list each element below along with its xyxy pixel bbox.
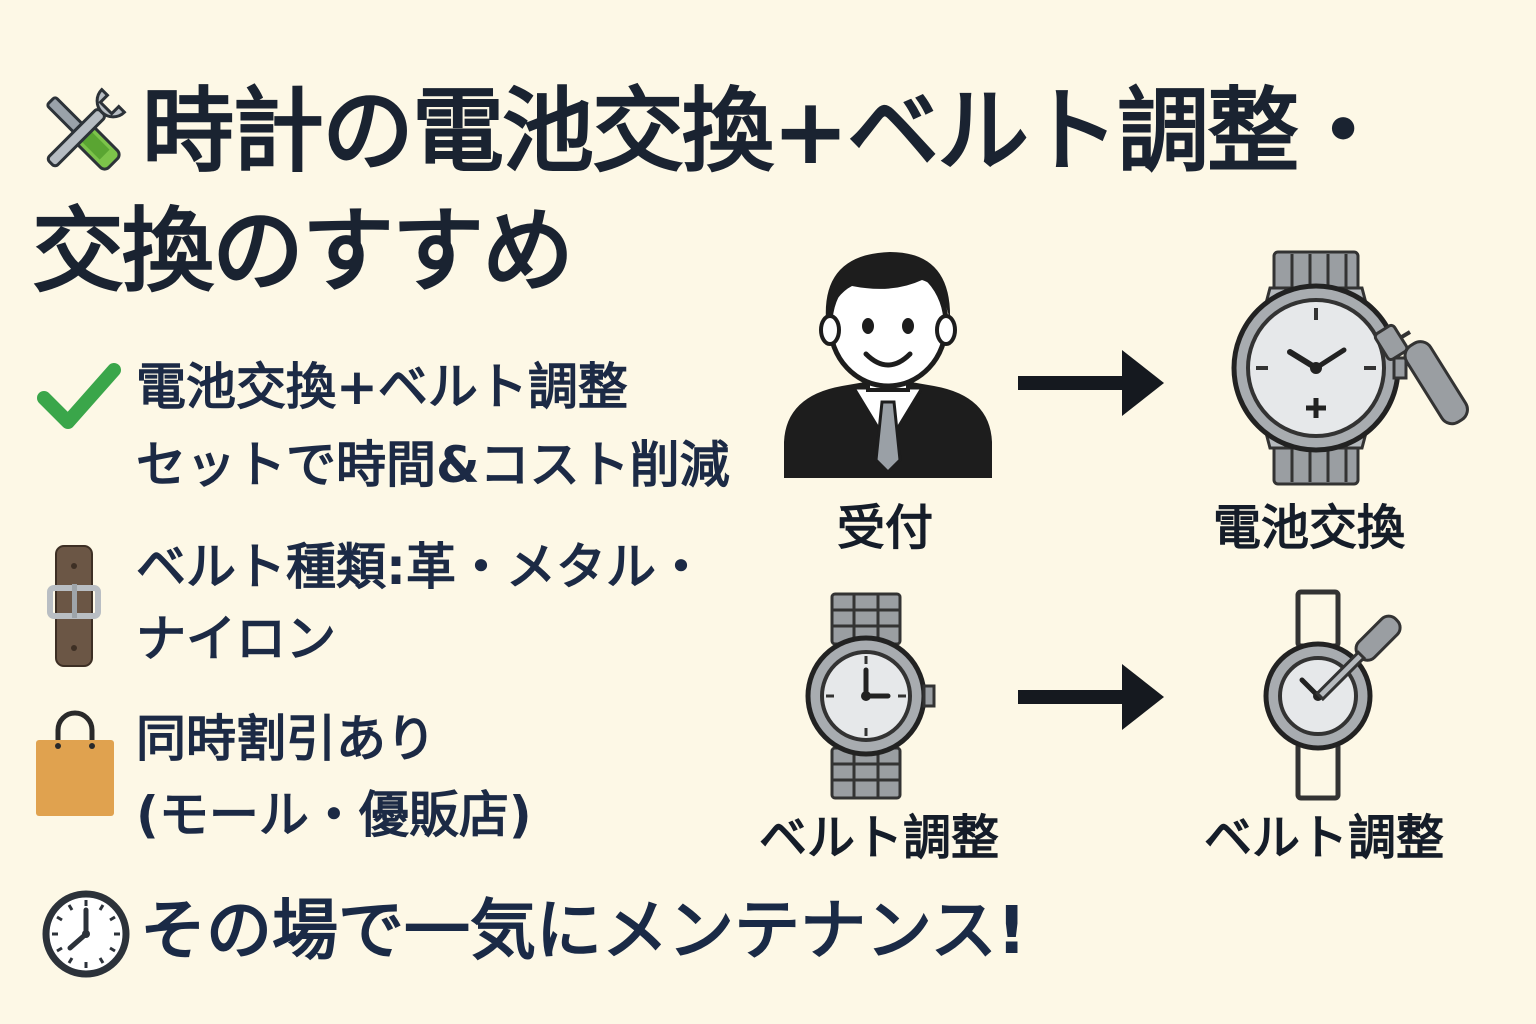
page-title-line1: 時計の電池交換+ベルト調整・ <box>142 78 1389 185</box>
point-3-line1: 同時割引あり <box>136 710 436 768</box>
strap-adjust-watch-icon <box>1262 589 1402 801</box>
flow-label-reception: 受付 <box>836 500 933 556</box>
page-title-line2: 交換のすすめ <box>32 198 574 305</box>
tools-icon <box>34 84 130 180</box>
footer-message: その場で一気にメンテナンス! <box>140 892 1027 969</box>
arrow-right-icon <box>1018 664 1164 730</box>
metal-band-watch-icon <box>804 592 936 800</box>
clock-icon <box>42 890 130 978</box>
watch-strap-icon <box>46 544 102 668</box>
flow-label-battery: 電池交換 <box>1212 500 1405 556</box>
battery-watch-icon <box>1230 250 1470 486</box>
check-mark-icon <box>37 362 121 432</box>
flow-label-belt-left: ベルト調整 <box>758 810 999 866</box>
point-2-line1: ベルト種類:革・メタル・ <box>136 538 706 596</box>
point-1-line1: 電池交換+ベルト調整 <box>136 358 628 416</box>
arrow-right-icon <box>1018 350 1164 416</box>
point-2-line2: ナイロン <box>136 610 336 668</box>
flow-label-belt-right: ベルト調整 <box>1203 810 1444 866</box>
point-3-line2: (モール・優販店) <box>136 786 532 844</box>
shopping-bag-icon <box>34 710 116 818</box>
point-1-line2: セットで時間&コスト削減 <box>136 436 730 494</box>
receptionist-icon <box>782 246 994 478</box>
